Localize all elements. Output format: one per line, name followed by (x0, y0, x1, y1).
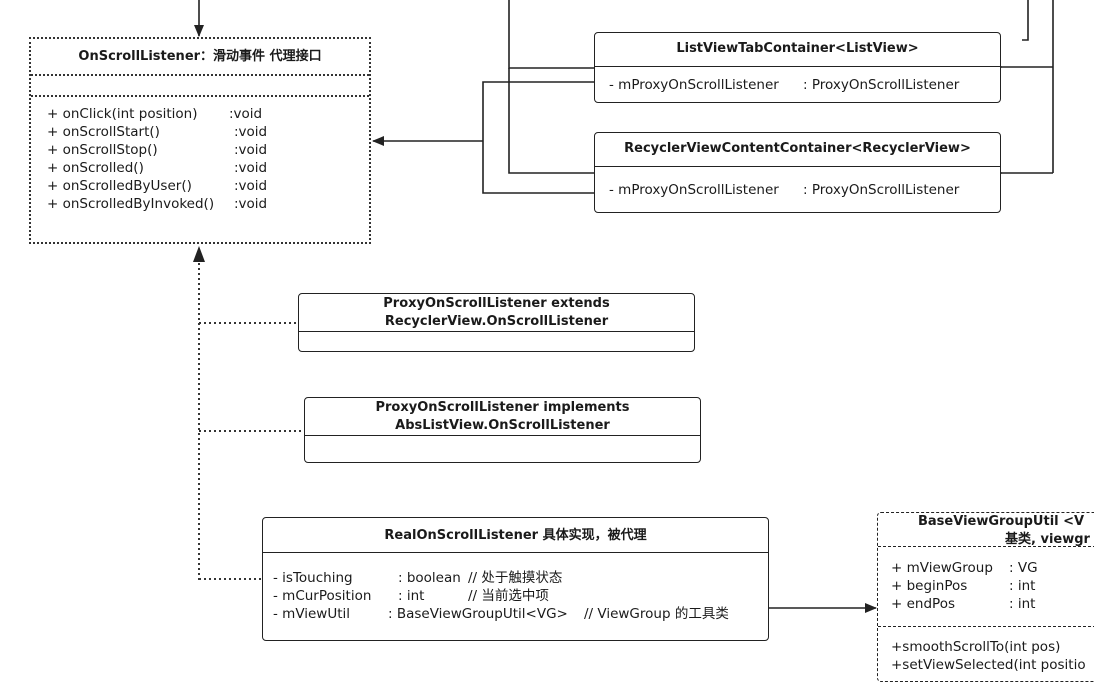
title-line: RecyclerView.OnScrollListener (384, 314, 609, 329)
method-name: + onScrolled() (47, 160, 144, 176)
proxy-recycler-title: ProxyOnScrollListener extends RecyclerVi… (299, 295, 694, 331)
field-type: : ProxyOnScrollListener (803, 77, 960, 93)
top-inner-link (508, 0, 595, 69)
field-name: - mProxyOnScrollListener (609, 182, 779, 198)
title-line: 基类, viewgr (1005, 532, 1090, 547)
field-name: - isTouching (273, 570, 353, 586)
divider (31, 95, 369, 97)
method-row: +smoothScrollTo(int pos) (891, 639, 1061, 655)
title-line: ProxyOnScrollListener implements (375, 400, 630, 415)
method-return: :void (234, 178, 268, 194)
field-comment: // ViewGroup 的工具类 (584, 606, 729, 622)
divider (595, 66, 1000, 67)
method-name: + onScrolledByUser() (47, 178, 192, 194)
proxy-abslist-title: ProxyOnScrollListener implements AbsList… (305, 399, 700, 435)
dotted-arrowhead (193, 246, 205, 262)
divider (878, 626, 1094, 627)
list-container-link (482, 81, 595, 194)
divider (31, 74, 369, 76)
field-type: : ProxyOnScrollListener (803, 182, 960, 198)
field-type: : int (1009, 578, 1036, 594)
field-name: + endPos (891, 596, 955, 612)
method-return: :void (234, 196, 268, 212)
connector-lines (193, 0, 1054, 613)
field-name: - mCurPosition (273, 588, 372, 604)
method-name: + onClick(int position) (47, 106, 198, 122)
field-type: : BaseViewGroupUtil<VG> (388, 606, 568, 622)
field-name: + mViewGroup (891, 560, 993, 576)
title-line: BaseViewGroupUtil <V (918, 514, 1085, 529)
method-return: :void (234, 142, 268, 158)
list-view-tab-container-title: ListViewTabContainer<ListView> (676, 41, 919, 56)
on-scroll-listener-box: OnScrollListener：滑动事件 代理接口 + onClick(int… (29, 37, 371, 244)
method-name: + onScrollStop() (47, 142, 158, 158)
on-scroll-listener-title: OnScrollListener：滑动事件 代理接口 (78, 49, 322, 64)
field-name: - mProxyOnScrollListener (609, 77, 779, 93)
proxy-recycler-box: ProxyOnScrollListener extends RecyclerVi… (298, 293, 695, 352)
field-comment: // 处于触摸状态 (468, 570, 563, 586)
recycler-view-content-container-box: RecyclerViewContentContainer<RecyclerVie… (594, 132, 1001, 213)
base-view-group-util-box: BaseViewGroupUtil <V 基类, viewgr + mViewG… (877, 512, 1094, 682)
method-return: :void (234, 160, 268, 176)
base-view-group-util-title: BaseViewGroupUtil <V 基类, viewgr (878, 513, 1094, 549)
divider (878, 546, 1094, 547)
real-on-scroll-listener-title: RealOnScrollListener 具体实现，被代理 (384, 528, 647, 543)
real-on-scroll-listener-box: RealOnScrollListener 具体实现，被代理 - isTouchi… (262, 517, 769, 641)
title-line: ProxyOnScrollListener extends (383, 296, 610, 311)
field-type: : VG (1009, 560, 1038, 576)
field-type: : int (398, 588, 425, 604)
field-name: - mViewUtil (273, 606, 351, 622)
proxy-abslist-box: ProxyOnScrollListener implements AbsList… (304, 397, 701, 463)
method-return: :void (234, 124, 268, 140)
right-link-top (1022, 0, 1029, 41)
field-type: : boolean (398, 570, 461, 586)
divider (305, 435, 700, 436)
method-return: :void (229, 106, 263, 122)
divider (263, 552, 768, 553)
field-comment: // 当前选中项 (468, 588, 549, 604)
title-line: AbsListView.OnScrollListener (395, 418, 610, 433)
field-name: + beginPos (891, 578, 968, 594)
method-row: +setViewSelected(int positio (891, 657, 1086, 673)
method-name: + onScrollStart() (47, 124, 160, 140)
top-inner-link-2 (508, 68, 595, 174)
list-view-tab-container-box: ListViewTabContainer<ListView> - mProxyO… (594, 32, 1001, 103)
divider (299, 331, 694, 332)
recycler-view-content-container-title: RecyclerViewContentContainer<RecyclerVie… (624, 141, 971, 156)
method-name: + onScrolledByInvoked() (47, 196, 215, 212)
divider (595, 166, 1000, 167)
field-type: : int (1009, 596, 1036, 612)
